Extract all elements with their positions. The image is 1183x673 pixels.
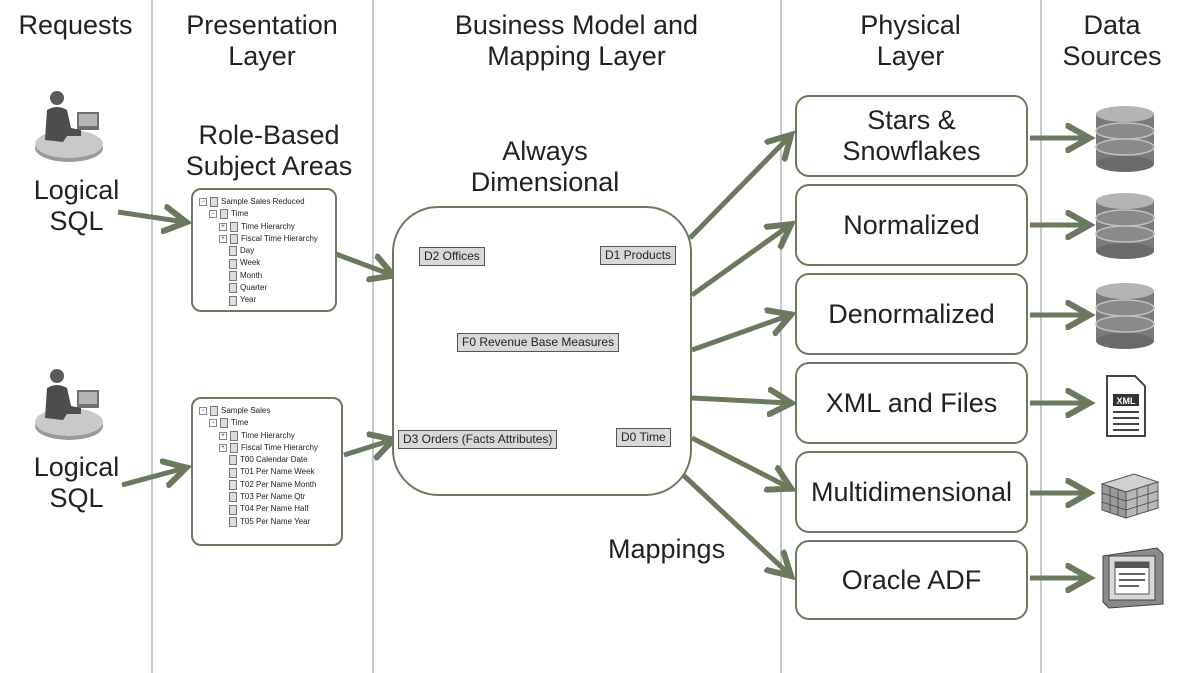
node-d3-orders[interactable]: D3 Orders (Facts Attributes) [398,430,558,449]
node-d2-offices[interactable]: D2 Offices [419,247,485,266]
node-d0-time[interactable]: D0 Time [616,428,671,447]
physical-xml-files[interactable]: XML and Files [795,362,1028,444]
tree-item[interactable]: +Time Hierarchy [199,430,337,442]
arrow-map-4 [691,398,790,403]
tree-item[interactable]: Month [199,270,331,282]
tree-folder[interactable]: −Time [199,417,337,429]
database-icon [1094,104,1156,179]
physical-stars-snowflakes[interactable]: Stars &Snowflakes [795,95,1028,177]
physical-multidimensional[interactable]: Multidimensional [795,451,1028,533]
arrow-presentation-2 [343,440,392,455]
node-f0-revenue[interactable]: F0 Revenue Base Measures [457,333,620,352]
arrow-map-2 [690,225,790,298]
arrow-map-1 [688,136,790,240]
tree-item[interactable]: T02 Per Name Month [199,479,337,491]
arrow-map-5 [690,435,790,488]
tree-item[interactable]: T01 Per Name Week [199,466,337,478]
physical-denormalized[interactable]: Denormalized [795,273,1028,355]
subject-area-tree-1: −Sample Sales Reduced −Time +Time Hierar… [191,188,337,312]
tree-item[interactable]: T05 Per Name Year [199,516,337,528]
tree-item[interactable]: Quarter [199,282,331,294]
tree-root[interactable]: −Sample Sales Reduced [199,196,331,208]
tree-item[interactable]: Week [199,257,331,269]
tree-folder[interactable]: −Time [199,208,331,220]
adf-window-icon [1099,546,1165,615]
column-divider [151,0,153,673]
subject-area-tree-2: −Sample Sales −Time +Time Hierarchy +Fis… [191,397,343,546]
tree-item[interactable]: +Fiscal Time Hierarchy [199,233,331,245]
arrow-request-1 [117,212,185,222]
xml-file-icon: XML [1105,374,1147,443]
user-at-computer-icon [33,366,105,447]
tree-root[interactable]: −Sample Sales [199,405,337,417]
tree-item[interactable]: T00 Calendar Date [199,454,337,466]
arrow-map-3 [691,315,790,353]
tree-item[interactable]: +Time Hierarchy [199,221,331,233]
arrow-presentation-1 [335,251,392,275]
tree-item[interactable]: T04 Per Name Half [199,503,337,515]
tree-item[interactable]: T03 Per Name Qtr [199,491,337,503]
tree-item[interactable]: Year [199,294,331,306]
mappings-label: Mappings [608,534,726,564]
node-d1-products[interactable]: D1 Products [600,246,677,265]
physical-normalized[interactable]: Normalized [795,184,1028,266]
data-cube-icon [1098,470,1162,525]
column-divider [1040,0,1042,673]
column-divider [372,0,374,673]
arrow-map-6 [678,470,790,575]
arrow-request-2 [121,468,185,485]
user-at-computer-icon [33,88,105,169]
svg-text:XML: XML [1117,396,1137,406]
database-icon [1094,191,1156,266]
tree-item[interactable]: Day [199,245,331,257]
physical-oracle-adf[interactable]: Oracle ADF [795,540,1028,620]
column-title-requests: Requests [18,10,133,40]
tree-item[interactable]: +Fiscal Time Hierarchy [199,442,337,454]
database-icon [1094,281,1156,356]
